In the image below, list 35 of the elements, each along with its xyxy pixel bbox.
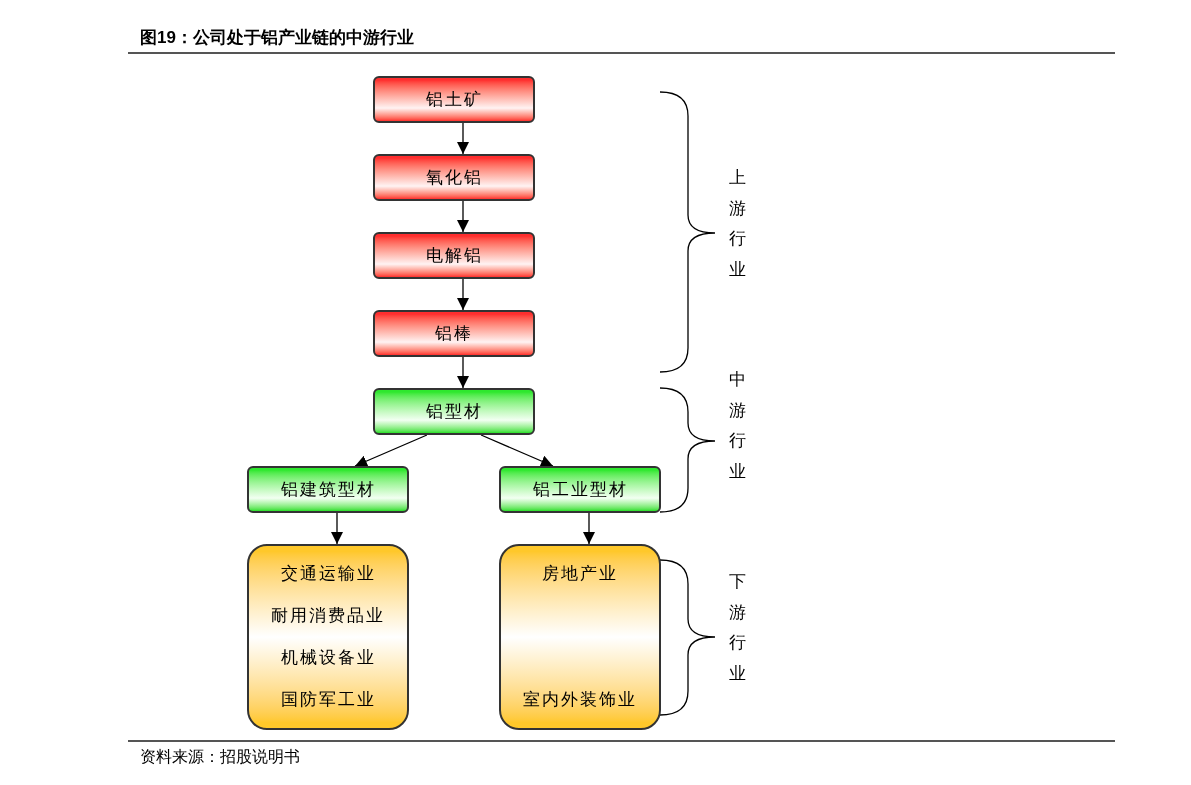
arrow xyxy=(354,434,428,467)
process-box xyxy=(247,544,409,730)
process-box xyxy=(373,154,535,201)
box-label: 室内外装饰业 xyxy=(523,689,637,711)
process-box xyxy=(499,466,661,513)
stage-label: 下游行业 xyxy=(729,571,746,685)
arrow xyxy=(331,512,343,545)
arrow xyxy=(457,122,469,155)
arrow xyxy=(457,200,469,233)
source-note: 资料来源：招股说明书 xyxy=(140,747,300,767)
box-label: 铝土矿 xyxy=(425,88,483,111)
process-box xyxy=(499,544,661,730)
box-label: 国防军工业 xyxy=(280,689,376,711)
process-box xyxy=(373,76,535,123)
figure-title: 图19：公司处于铝产业链的中游行业 xyxy=(140,27,414,49)
process-box xyxy=(373,232,535,279)
stage-label: 上游行业 xyxy=(729,167,746,281)
box-label: 机械设备业 xyxy=(280,647,376,669)
arrow xyxy=(457,356,469,389)
box-label: 铝棒 xyxy=(435,322,473,345)
arrow xyxy=(583,512,595,545)
box-label: 氧化铝 xyxy=(425,166,483,189)
box-label: 房地产业 xyxy=(542,563,618,585)
stage-label: 中游行业 xyxy=(729,369,746,483)
box-label: 交通运输业 xyxy=(280,563,376,585)
box-label: 铝建筑型材 xyxy=(280,478,376,501)
box-label: 耐用消费品业 xyxy=(271,605,385,627)
process-box xyxy=(373,310,535,357)
process-box xyxy=(247,466,409,513)
box-label: 铝型材 xyxy=(425,400,483,423)
arrow xyxy=(457,278,469,311)
process-box xyxy=(373,388,535,435)
arrow xyxy=(480,434,554,467)
box-label: 电解铝 xyxy=(425,244,483,267)
box-label: 铝工业型材 xyxy=(532,478,628,501)
